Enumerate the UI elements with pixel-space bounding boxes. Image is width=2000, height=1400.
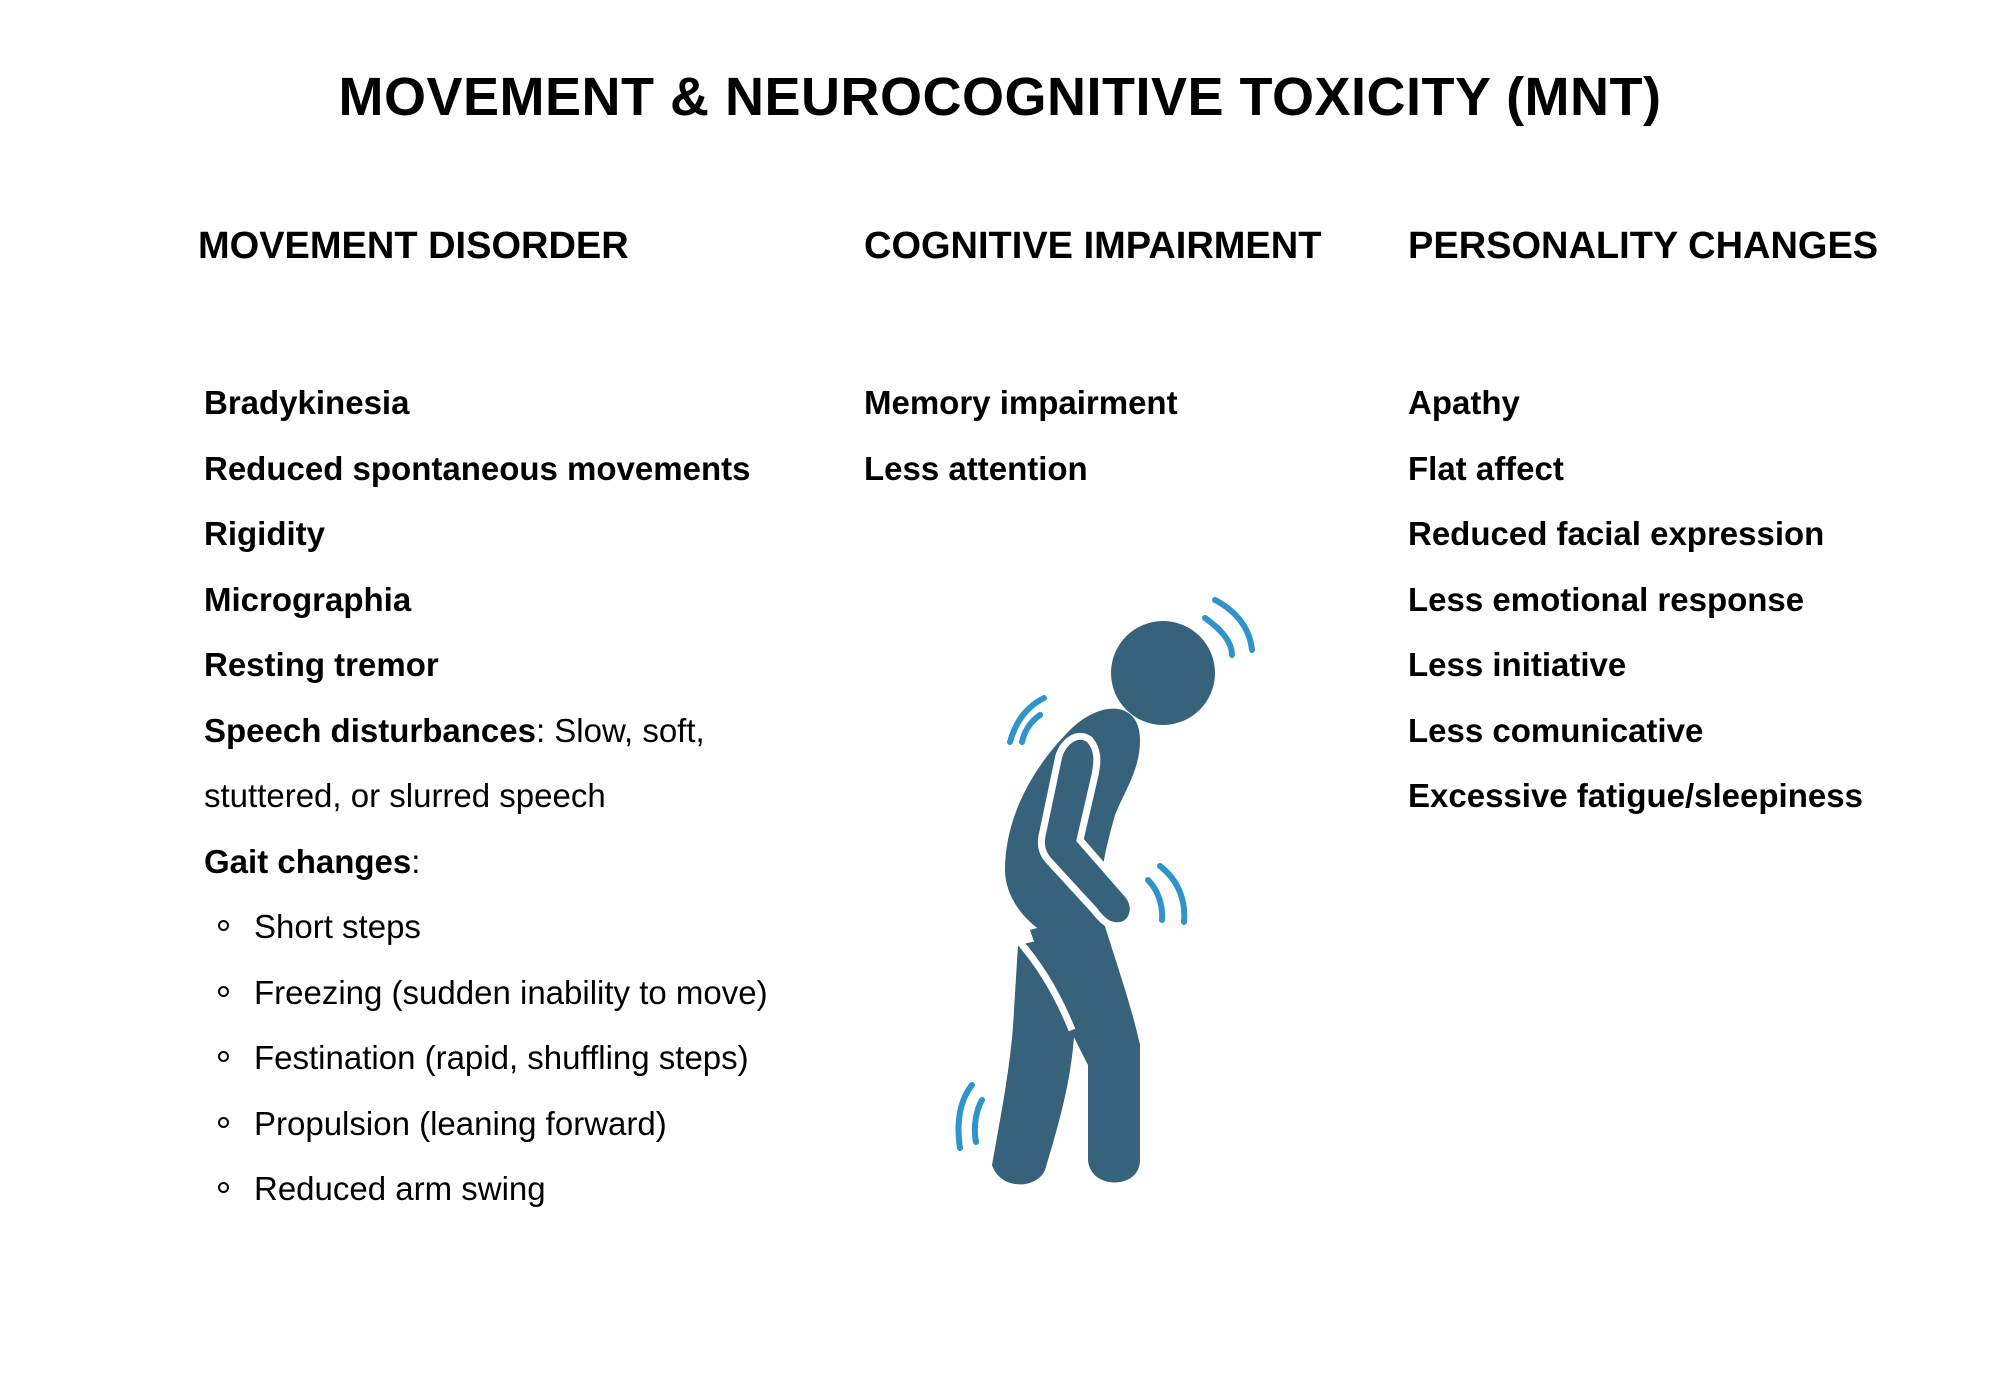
person-hip-line [1015, 937, 1076, 1032]
list-item: Memory impairment [864, 384, 1178, 421]
list-item: Gait changes: Short steps Freezing (sudd… [204, 829, 824, 1222]
movement-disorder-heading: MOVEMENT DISORDER [198, 225, 629, 267]
sub-list-item: Propulsion (leaning forward) [204, 1091, 824, 1157]
person-arm [1037, 732, 1137, 930]
sub-list-item: Freezing (sudden inability to move) [204, 960, 824, 1026]
list-item: Less attention [864, 449, 1088, 487]
bullet-circle-icon [218, 920, 229, 931]
tremor-arc-icon [1019, 712, 1043, 745]
cognitive-impairment-list: Memory impairment Less attention [864, 370, 1384, 501]
list-item: Resting tremor [204, 646, 439, 683]
sub-list-item: Festination (rapid, shuffling steps) [204, 1025, 824, 1091]
tremor-lines [955, 597, 1255, 1151]
list-item: Less comunicative [1408, 711, 1704, 749]
list-item: Excessive fatigue/sleepiness [1408, 777, 1863, 814]
page-title: MOVEMENT & NEUROCOGNITIVE TOXICITY (MNT) [338, 67, 1662, 127]
movement-disorder-list: Bradykinesia Reduced spontaneous movemen… [204, 370, 824, 1222]
sub-list-item: Reduced arm swing [204, 1156, 824, 1222]
list-item: Speech disturbances: Slow, soft, [204, 711, 705, 749]
tremor-arc-icon [1202, 615, 1235, 658]
sub-list-item: Short steps [204, 894, 824, 960]
list-item: Bradykinesia [204, 384, 410, 421]
cognitive-impairment-column: COGNITIVE IMPAIRMENT Memory impairment L… [864, 222, 1384, 487]
movement-disorder-column: MOVEMENT DISORDER Bradykinesia Reduced s… [198, 222, 818, 1207]
tremor-arc-icon [1145, 877, 1166, 923]
personality-changes-list: Apathy Flat affect Reduced facial expres… [1408, 370, 1968, 829]
tremor-arc-icon [1212, 597, 1255, 653]
person-head [1111, 621, 1215, 725]
cognitive-impairment-heading: COGNITIVE IMPAIRMENT [864, 225, 1322, 267]
trembling-person-icon [955, 597, 1255, 1185]
bullet-circle-icon [218, 985, 229, 997]
list-item: Micrographia [204, 580, 412, 618]
list-item: Less emotional response [1408, 580, 1805, 618]
bullet-circle-icon [218, 1116, 229, 1128]
list-item: Reduced facial expression [1408, 515, 1825, 552]
tremor-arc-icon [1007, 695, 1047, 745]
personality-changes-heading: PERSONALITY CHANGES [1408, 225, 1879, 267]
list-item-continuation: stuttered, or slurred speech [204, 777, 606, 814]
bullet-circle-icon [218, 1051, 229, 1062]
gait-changes-sublist: Short steps Freezing (sudden inability t… [204, 894, 824, 1222]
tremor-arc-icon [971, 1097, 985, 1145]
list-item: Apathy [1408, 384, 1520, 421]
person-leg-front [1030, 910, 1140, 1183]
personality-changes-column: PERSONALITY CHANGES Apathy Flat affect R… [1408, 222, 1968, 814]
list-item: Flat affect [1408, 449, 1564, 487]
list-item: Rigidity [204, 515, 325, 552]
tremor-arc-icon [1157, 863, 1188, 925]
trembling-person-figure [940, 580, 1280, 1200]
list-item: Reduced spontaneous movements [204, 449, 751, 487]
list-item: Less initiative [1408, 646, 1627, 683]
tremor-arc-icon [955, 1082, 975, 1151]
bullet-circle-icon [218, 1182, 229, 1193]
